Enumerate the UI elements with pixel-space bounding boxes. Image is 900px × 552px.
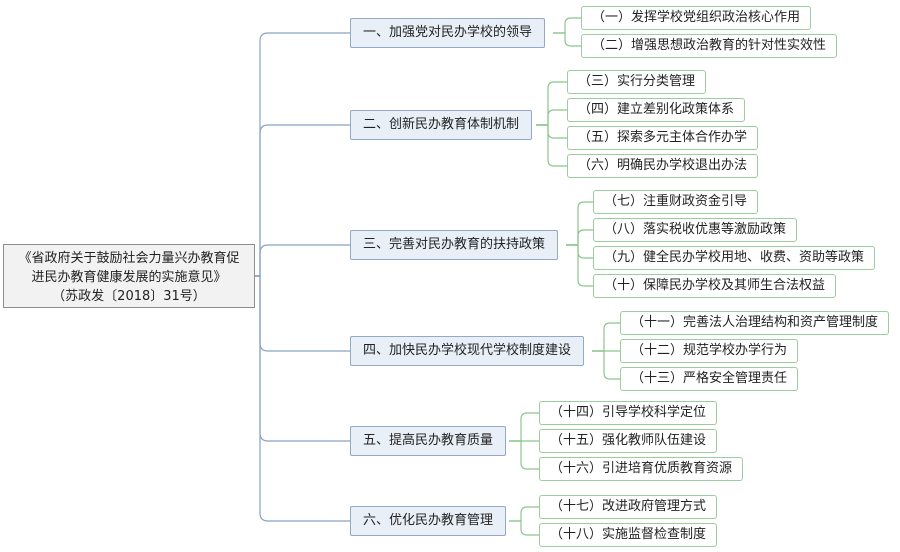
connector-line — [509, 440, 539, 470]
branch-node: 一、加强党对民办学校的领导 — [350, 18, 546, 48]
leaf-node: （十二）规范学校办学行为 — [620, 339, 799, 363]
branch-node: 三、完善对民办教育的扶持政策 — [350, 230, 559, 260]
connector-line — [255, 275, 350, 522]
connector-line — [509, 520, 539, 536]
leaf-node: （十一）完善法人治理结构和资产管理制度 — [620, 311, 890, 335]
leaf-node: （十八）实施监督检查制度 — [539, 523, 718, 547]
connector-line — [566, 244, 593, 259]
leaf-node: （六）明确民办学校退出办法 — [567, 154, 759, 178]
branch-node: 四、加快民办学校现代学校制度建设 — [350, 336, 585, 366]
connector-line — [255, 275, 350, 442]
connector-line — [509, 506, 539, 522]
leaf-node: （一）发挥学校党组织政治核心作用 — [581, 6, 812, 30]
connector-line — [536, 124, 567, 139]
leaf-node: （十）保障民办学校及其师生合法权益 — [593, 274, 837, 298]
leaf-node: （九）健全民办学校用地、收费、资助等政策 — [593, 246, 876, 270]
branch-node: 二、创新民办教育体制机制 — [350, 110, 533, 140]
connector-line — [592, 322, 620, 352]
leaf-node: （七）注重财政资金引导 — [593, 190, 759, 214]
leaf-node: （十三）严格安全管理责任 — [620, 367, 799, 391]
connector-line — [509, 412, 539, 442]
connector-line — [255, 124, 350, 277]
leaf-node: （十六）引进培育优质教育资源 — [539, 457, 744, 481]
connector-line — [566, 244, 593, 287]
leaf-node: （二）增强思想政治教育的针对性实效性 — [581, 34, 838, 58]
connector-line — [536, 124, 567, 167]
root-title-line-2: 进民办教育健康发展的实施意见》 — [31, 270, 227, 285]
connector-line — [536, 81, 567, 126]
branch-node: 六、优化民办教育管理 — [350, 506, 507, 536]
leaf-node: （五）探索多元主体合作办学 — [567, 126, 759, 150]
connector-line — [592, 350, 620, 380]
leaf-node: （八）落实税收优惠等激励政策 — [593, 218, 798, 242]
connector-line — [255, 32, 350, 277]
leaf-node: （十四）引导学校科学定位 — [539, 401, 718, 425]
leaf-node: （十五）强化教师队伍建设 — [539, 429, 718, 453]
root-title-line-1: 《省政府关于鼓励社会力量兴办教育促 — [18, 251, 240, 266]
leaf-node: （三）实行分类管理 — [567, 70, 707, 94]
root-node: 《省政府关于鼓励社会力量兴办教育促 进民办教育健康发展的实施意见》 （苏政发〔2… — [3, 244, 255, 308]
connector-line — [553, 17, 581, 34]
connector-line — [566, 201, 593, 246]
connector-line — [536, 109, 567, 126]
connector-line — [255, 244, 350, 277]
branch-node: 五、提高民办教育质量 — [350, 426, 507, 456]
leaf-node: （四）建立差别化政策体系 — [567, 98, 746, 122]
connector-line — [553, 32, 581, 47]
connector-line — [566, 229, 593, 246]
leaf-node: （十七）改进政府管理方式 — [539, 495, 718, 519]
connector-line — [255, 275, 350, 352]
root-doc-number: （苏政发〔2018〕31号） — [52, 289, 206, 304]
